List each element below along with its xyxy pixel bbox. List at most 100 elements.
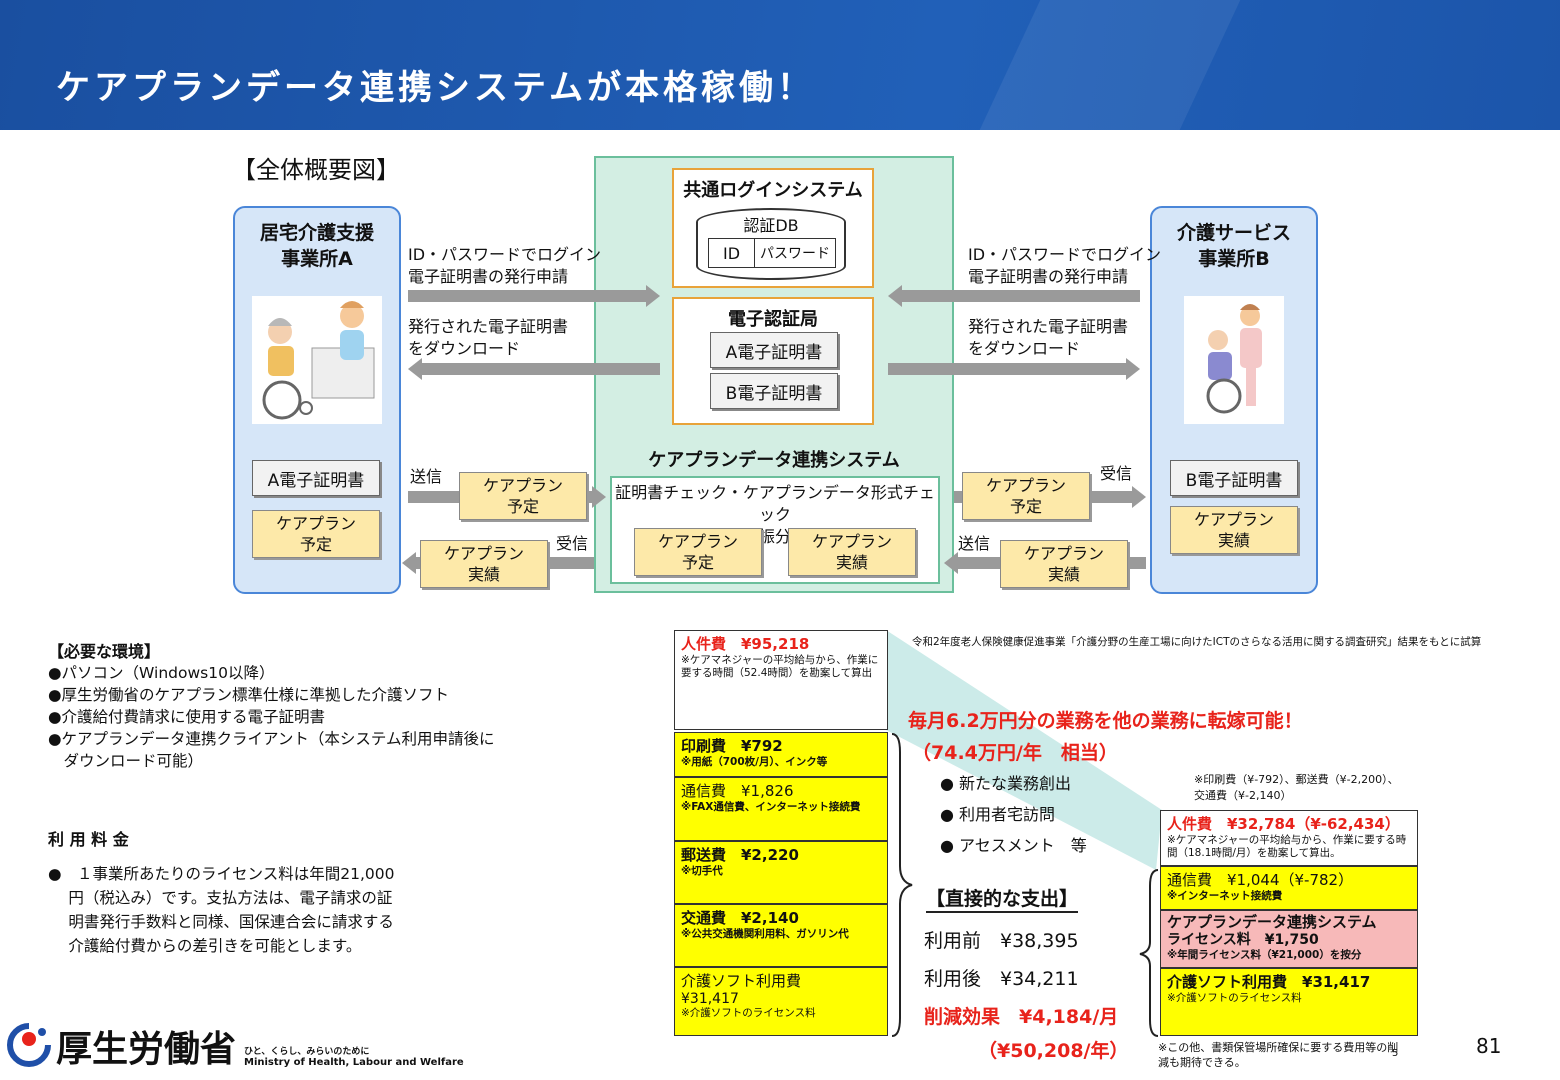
- after-labor-cell: 人件費 ¥32,784（¥-62,434） ※ケアマネジャーの平均給与から、作業…: [1160, 810, 1418, 866]
- before-soft-note: ※介護ソフトのライセンス料: [681, 1007, 816, 1019]
- before-labor-title: 人件費 ¥95,218: [681, 635, 810, 653]
- requirements-section: 【必要な環境】 ●パソコン（Windows10以降） ●厚生労働省のケアプラン標…: [48, 638, 608, 772]
- system-result-note: ケアプラン 実績: [788, 528, 916, 576]
- requirement-item: ダウンロード可能）: [48, 752, 204, 770]
- before-soft-cell: 介護ソフト利用費 ¥31,417 ※介護ソフトのライセンス料: [674, 967, 888, 1036]
- headline-bullet: ● 新たな業務創出: [940, 774, 1072, 793]
- auth-db-password: パスワード: [760, 246, 830, 262]
- before-post-cell: 郵送費 ¥2,220 ※切手代: [674, 841, 888, 904]
- before-print-cell: 印刷費 ¥792 ※用紙（700枚/月）、インク等: [674, 732, 888, 777]
- ca-title: 電子認証局: [728, 309, 818, 330]
- before-post-title: 郵送費 ¥2,220: [681, 846, 799, 864]
- right-login-arrow: [888, 285, 1140, 307]
- requirement-item: ●介護給付費請求に使用する電子証明書: [48, 708, 326, 726]
- caregiver-wheelchair-illustration: [1184, 296, 1284, 424]
- right-receive-label: 受信: [1100, 464, 1133, 483]
- after-soft-cell: 介護ソフト利用費 ¥31,417 ※介護ソフトのライセンス料: [1160, 968, 1418, 1036]
- after-comm-title: 通信費 ¥1,044（¥-782）: [1167, 871, 1354, 889]
- right-send-label: 送信: [958, 534, 991, 553]
- right-download-text: 発行された電子証明書 をダウンロード: [968, 317, 1129, 358]
- left-download-text: 発行された電子証明書 をダウンロード: [408, 317, 569, 358]
- right-download-arrow: [888, 358, 1140, 380]
- header-banner: [0, 0, 1560, 130]
- fee-line: 明書発行手数料と同様、国保連合会に請求する: [48, 913, 394, 931]
- before-soft-value: ¥31,417: [681, 991, 739, 1007]
- before-soft-title: 介護ソフト利用費: [681, 972, 802, 990]
- ca-cert-a: A電子証明書: [710, 332, 838, 368]
- care-system-title: ケアプランデータ連携システム: [648, 450, 900, 471]
- fee-title: 利 用 料 金: [48, 830, 129, 849]
- after-license-note: ※年間ライセンス料（¥21,000）を按分: [1167, 949, 1362, 961]
- office-a-plan-note: ケアプラン 予定: [252, 510, 380, 558]
- left-download-arrow: [408, 358, 660, 380]
- office-a-title: 居宅介護支援 事業所A: [259, 222, 374, 270]
- headline-bullet: ● アセスメント 等: [940, 836, 1087, 855]
- fee-section: 利 用 料 金 ● １事業所あたりのライセンス料は年間21,000 円（税込み）…: [48, 826, 608, 958]
- before-bracket: [891, 733, 913, 1037]
- after-bracket: [1139, 869, 1159, 1037]
- after-labor-title: 人件費 ¥32,784（¥-62,434）: [1167, 815, 1400, 833]
- before-comm-note: ※FAX通信費、インターネット接続費: [681, 801, 861, 813]
- office-b-cert: B電子証明書: [1170, 460, 1298, 496]
- left-login-arrow: [408, 285, 660, 307]
- after-labor-note: ※ケアマネジャーの平均給与から、作業に要する時間（18.1時間/月）を勘案して算…: [1167, 834, 1407, 859]
- before-labor-cell: 人件費 ¥95,218 ※ケアマネジャーの平均給与から、作業に要する時間（52.…: [674, 630, 888, 730]
- left-receive-result-note: ケアプラン 実績: [420, 540, 548, 588]
- direct-title: 【直接的な支出】: [926, 884, 1079, 913]
- requirement-item: ●厚生労働省のケアプラン標準仕様に準拠した介護ソフト: [48, 686, 450, 704]
- after-soft-note: ※介護ソフトのライセンス料: [1167, 992, 1302, 1004]
- before-labor-note: ※ケアマネジャーの平均給与から、作業に要する時間（52.4時間）を勘案して算出: [681, 654, 879, 679]
- before-travel-title: 交通費 ¥2,140: [681, 909, 799, 927]
- requirement-item: ●ケアプランデータ連携クライアント（本システム利用申請後に: [48, 730, 495, 748]
- source-note: 令和2年度老人保険健康促進事業「介護分野の生産工場に向けたICTのさらなる活用に…: [912, 636, 1482, 648]
- right-receive-plan-note: ケアプラン 予定: [962, 472, 1090, 520]
- direct-effect: 削減効果 ¥4,184/月: [924, 1006, 1119, 1028]
- ca-cert-b: B電子証明書: [710, 373, 838, 409]
- ministry-tagline: ひと、くらし、みらいのために: [244, 1047, 370, 1057]
- office-a-cert: A電子証明書: [252, 460, 380, 496]
- before-print-title: 印刷費 ¥792: [681, 737, 783, 755]
- auth-db-cylinder: 認証DB ID パスワード: [696, 208, 846, 280]
- after-license-title2: ライセンス料 ¥1,750: [1167, 932, 1319, 948]
- wheelchair-consultation-illustration: [252, 296, 382, 424]
- auth-db-id: ID: [709, 239, 755, 267]
- before-print-note: ※用紙（700枚/月）、インク等: [681, 756, 828, 768]
- after-license-cell: ケアプランデータ連携システム ライセンス料 ¥1,750 ※年間ライセンス料（¥…: [1160, 910, 1418, 968]
- ministry-english: Ministry of Health, Labour and Welfare: [244, 1057, 464, 1068]
- before-comm-cell: 通信費 ¥1,826 ※FAX通信費、インターネット接続費: [674, 777, 888, 841]
- after-soft-title: 介護ソフト利用費 ¥31,417: [1167, 973, 1371, 991]
- reduction-funnel: [886, 630, 1162, 870]
- right-login-text: ID・パスワードでログイン 電子証明書の発行申請: [968, 245, 1162, 286]
- system-plan-note: ケアプラン 予定: [634, 528, 762, 576]
- ministry-logo-icon: [6, 1022, 52, 1068]
- page-title: ケアプランデータ連携システムが本格稼働！: [56, 68, 815, 108]
- fee-line: ● １事業所あたりのライセンス料は年間21,000: [48, 865, 395, 883]
- ministry-name: 厚生労働省: [56, 1029, 237, 1070]
- headline-bullet: ● 利用者宅訪問: [940, 805, 1056, 824]
- after-removed-note: ※印刷費（¥-792）、郵送費（¥-2,200）、 交通費（¥-2,140）: [1194, 773, 1399, 802]
- left-receive-label: 受信: [556, 534, 589, 553]
- before-comm-title: 通信費 ¥1,826: [681, 782, 794, 800]
- office-b-result-note: ケアプラン 実績: [1170, 506, 1298, 554]
- office-b-title: 介護サービス 事業所B: [1176, 222, 1291, 270]
- after-footnote-num: 5: [1392, 1048, 1399, 1059]
- before-post-note: ※切手代: [681, 865, 723, 877]
- after-footnote: ※この他、書類保管場所確保に要する費用等の削減も期待できる。: [1158, 1041, 1399, 1069]
- fee-line: 介護給付費からの差引きを可能とします。: [48, 937, 362, 955]
- left-send-plan-note: ケアプラン 予定: [459, 472, 587, 520]
- common-login-title: 共通ログインシステム: [683, 180, 863, 201]
- auth-db-label: 認証DB: [743, 216, 799, 235]
- direct-before: 利用前 ¥38,395: [924, 930, 1079, 952]
- fee-line: 円（税込み）です。支払方法は、電子請求の証: [48, 889, 393, 907]
- requirements-title: 【必要な環境】: [48, 642, 161, 661]
- direct-after: 利用後 ¥34,211: [924, 968, 1079, 990]
- before-travel-cell: 交通費 ¥2,140 ※公共交通機関利用料、ガソリン代: [674, 904, 888, 967]
- before-travel-note: ※公共交通機関利用料、ガソリン代: [681, 928, 849, 940]
- requirement-item: ●パソコン（Windows10以降）: [48, 664, 275, 682]
- after-comm-cell: 通信費 ¥1,044（¥-782） ※インターネット接続費: [1160, 866, 1418, 910]
- page-number: 81: [1476, 1034, 1502, 1058]
- overview-label: 【全体概要図】: [232, 156, 400, 184]
- after-comm-note: ※インターネット接続費: [1167, 890, 1283, 902]
- headline-bullets: ● 新たな業務創出 ● 利用者宅訪問 ● アセスメント 等: [940, 768, 1087, 861]
- left-send-label: 送信: [410, 467, 443, 486]
